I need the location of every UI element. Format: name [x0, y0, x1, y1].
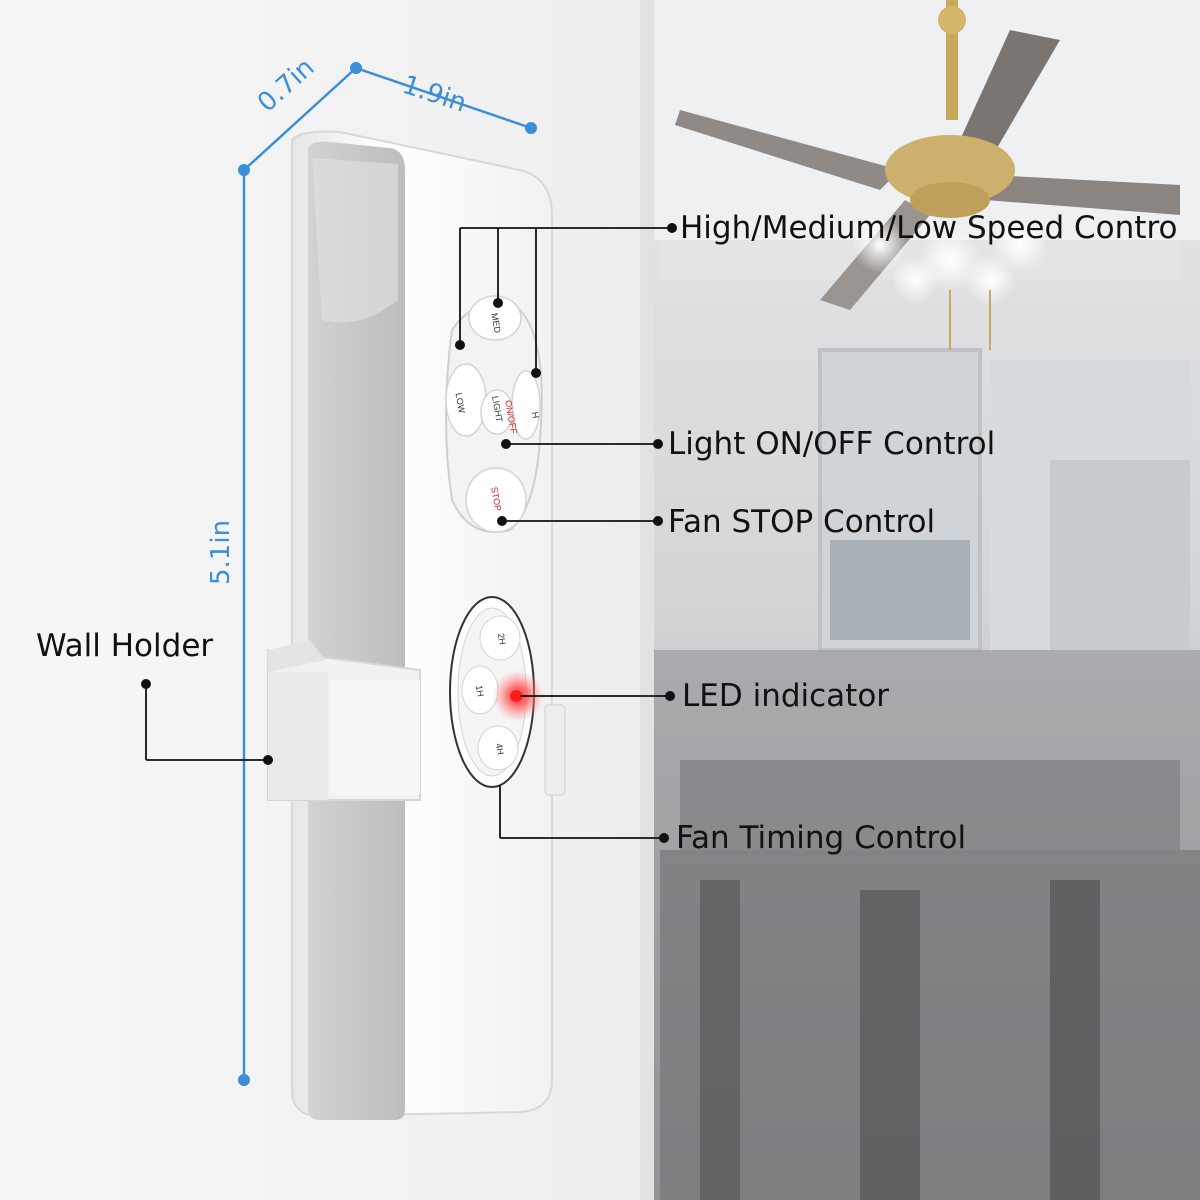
timer-1h-label: 1H	[473, 684, 486, 698]
callout-wall-holder: Wall Holder	[36, 628, 214, 664]
wall-holder	[267, 640, 421, 801]
timer-pad	[449, 596, 566, 796]
timer-2h-label: 2H	[495, 632, 508, 646]
ceiling-fan-illustration	[675, 0, 1180, 350]
callout-stop-control: Fan STOP Control	[668, 504, 936, 540]
callout-timing-control: Fan Timing Control	[676, 820, 967, 856]
callout-lines	[141, 223, 677, 843]
callout-speed-control: High/Medium/Low Speed Contro	[680, 210, 1178, 246]
wall-edge	[640, 0, 654, 1200]
button-pad	[445, 295, 543, 533]
dimension-height-label: 5.1in	[206, 519, 236, 585]
timer-4h-label: 4H	[493, 742, 506, 756]
callout-led-indicator: LED indicator	[682, 678, 890, 714]
callout-light-control: Light ON/OFF Control	[668, 426, 996, 462]
led-dot	[510, 690, 522, 702]
dimension-lines	[238, 62, 537, 1086]
